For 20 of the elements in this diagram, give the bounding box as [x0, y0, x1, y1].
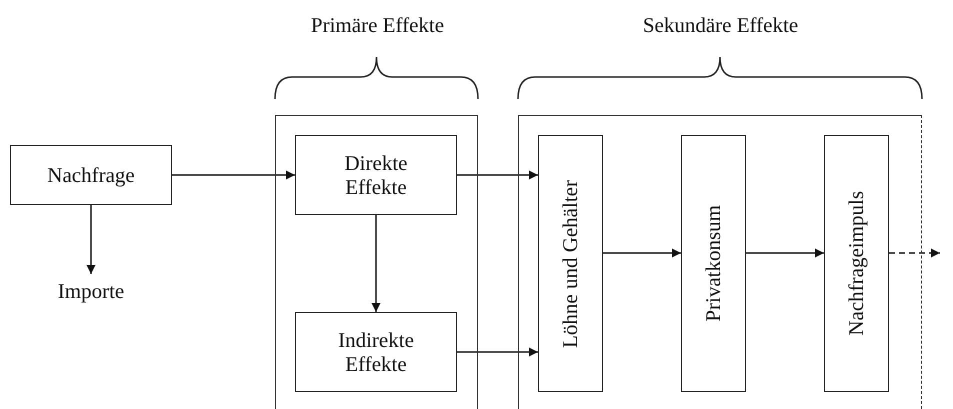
arrow: [86, 205, 96, 274]
process-box: [538, 135, 603, 392]
group-heading: Primäre Effekte: [310, 13, 446, 38]
group-heading: Sekundäre Effekte: [642, 13, 800, 38]
box-label: Löhne und Gehälter: [558, 180, 583, 348]
box-label: Nachfrageimpuls: [844, 191, 869, 336]
output-label: Importe: [45, 274, 137, 308]
arrow: [172, 170, 295, 180]
process-box: [681, 135, 746, 392]
process-box: Direkte Effekte: [295, 135, 457, 215]
arrow: [457, 170, 538, 180]
arrow: [457, 348, 538, 356]
process-box: [824, 135, 889, 392]
arrow: [889, 248, 940, 258]
arrow: [603, 248, 681, 258]
arrow: [372, 215, 380, 312]
arrow: [746, 248, 824, 258]
process-box: Indirekte Effekte: [295, 312, 457, 392]
box-label: Privatkonsum: [701, 205, 726, 322]
process-box: Nachfrage: [10, 145, 172, 205]
